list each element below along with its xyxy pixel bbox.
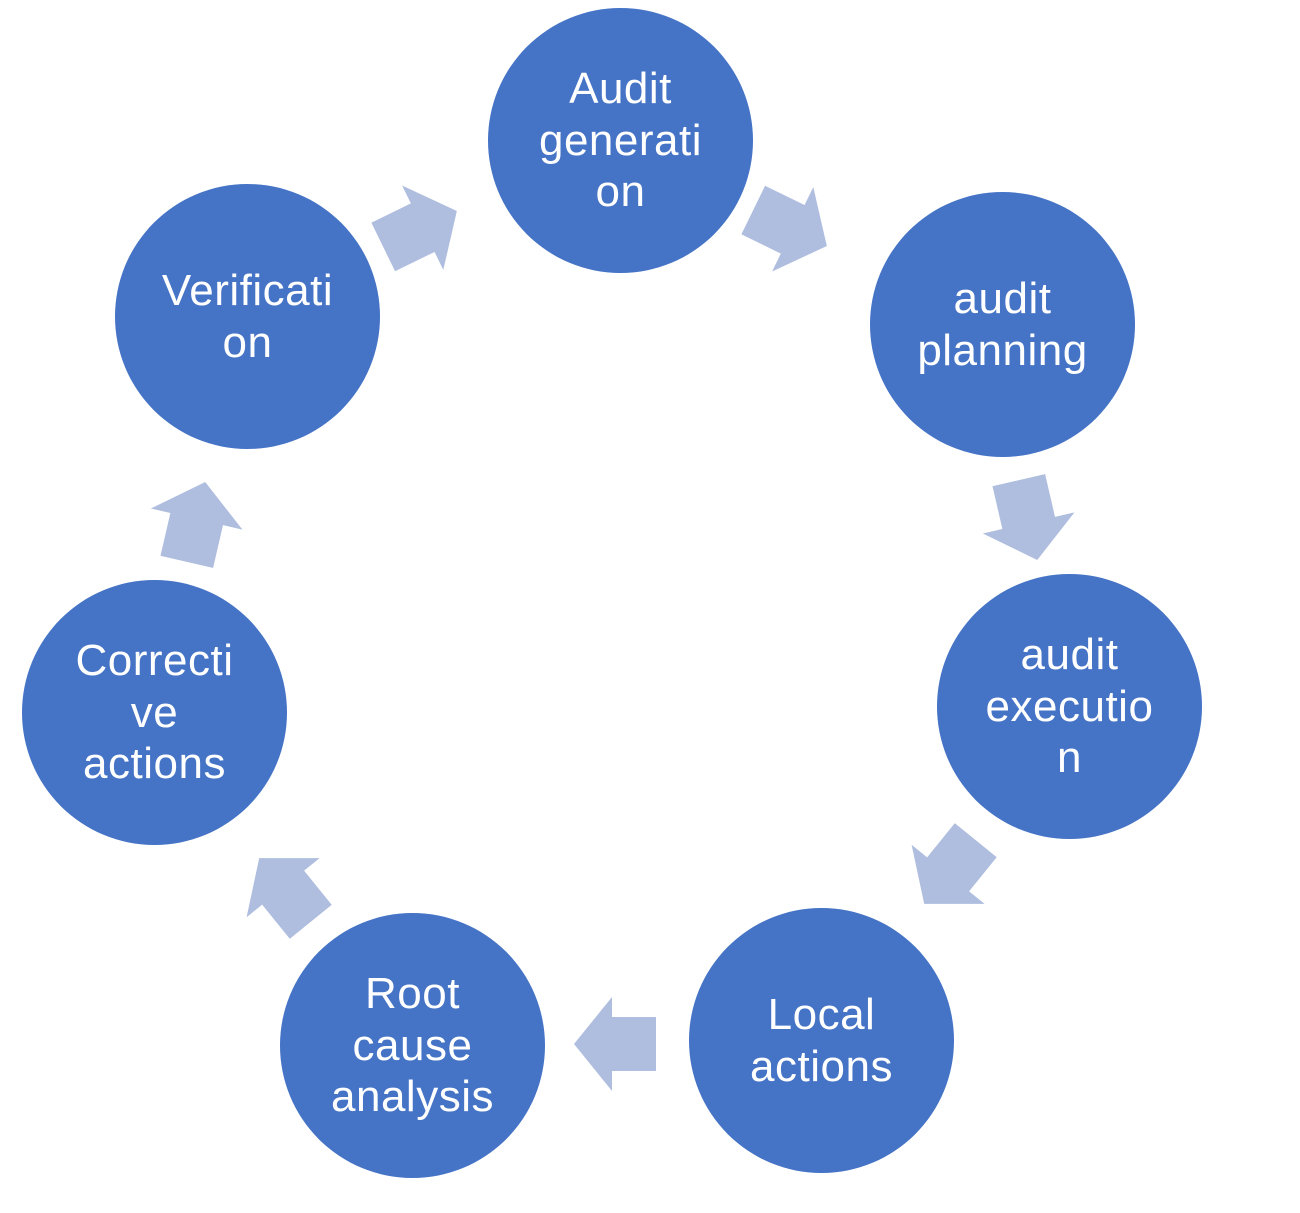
flow-arrow-icon-corrective-actions-to-verification [150,482,243,569]
node-label-audit-planning: audit planning [917,273,1088,375]
node-label-verification: Verificati on [161,265,334,367]
flow-arrow-icon-audit-planning-to-audit-execution [982,473,1075,560]
flow-arrow-icon-root-cause-analysis-to-corrective-actions [246,858,332,939]
cycle-node-corrective-actions: Correcti ve actions [22,580,287,845]
flow-arrow-icon-verification-to-audit-generation [371,185,457,272]
flow-arrow-icon-audit-execution-to-local-actions [911,823,997,904]
node-label-root-cause-analysis: Root cause analysis [331,968,494,1122]
cycle-node-audit-planning: audit planning [870,192,1135,457]
cycle-node-audit-generation: Audit generati on [488,8,753,273]
node-label-local-actions: Local actions [750,989,893,1091]
cycle-node-local-actions: Local actions [689,908,954,1173]
cycle-node-audit-execution: audit executio n [937,574,1202,839]
node-label-audit-execution: audit executio n [985,629,1154,783]
cycle-node-root-cause-analysis: Root cause analysis [280,913,545,1178]
node-label-corrective-actions: Correcti ve actions [75,635,234,789]
node-label-audit-generation: Audit generati on [538,63,702,217]
flow-arrow-icon-audit-generation-to-audit-planning [741,185,827,272]
flow-arrow-icon-local-actions-to-root-cause-analysis [574,997,656,1091]
cycle-node-verification: Verificati on [115,184,380,449]
